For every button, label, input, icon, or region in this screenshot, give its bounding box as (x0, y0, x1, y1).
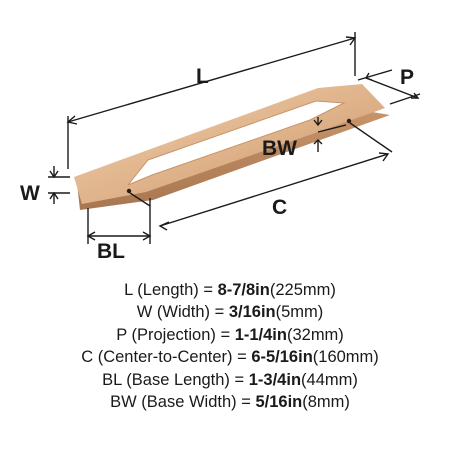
spec-metric: (225mm) (269, 281, 336, 299)
spec-code: BW (110, 393, 137, 412)
spec-code: P (116, 325, 127, 344)
spec-equals: = (215, 325, 235, 344)
spec-name: (Center-to-Center) (97, 348, 233, 367)
spec-equals: = (229, 370, 249, 389)
spec-name: (Base Width) (141, 393, 237, 412)
handle-recess (127, 100, 346, 186)
spec-name: (Base Length) (126, 370, 230, 389)
spec-metric: (160mm) (312, 348, 379, 367)
spec-name: (Length) (137, 281, 199, 299)
spec-row-base-length: BL (Base Length) = 1-3/4in(44mm) (0, 369, 460, 391)
dimension-label-base-width: BW (262, 137, 297, 160)
spec-imperial: 8-7/8in (217, 281, 270, 299)
spec-imperial: 3/16in (228, 303, 276, 322)
spec-imperial: 1-1/4in (234, 325, 287, 344)
dimension-label-center-to-center: C (272, 196, 287, 219)
dimension-label-width: W (20, 182, 40, 205)
spec-row-center-to-center: C (Center-to-Center) = 6-5/16in(160mm) (0, 346, 460, 368)
spec-code: C (81, 348, 94, 367)
spec-metric: (32mm) (286, 325, 344, 344)
spec-row-width: W (Width) = 3/16in(5mm) (0, 301, 460, 323)
dimension-label-length: L (196, 65, 209, 88)
dimension-label-projection: P (400, 66, 414, 89)
spec-code: W (136, 303, 153, 322)
spec-row-projection: P (Projection) = 1-1/4in(32mm) (0, 324, 460, 346)
spec-code: BL (102, 370, 122, 389)
spec-row-length: L (Length) = 8-7/8in(225mm) (0, 279, 460, 301)
spec-equals: = (232, 348, 252, 367)
spec-row-base-width: BW (Base Width) = 5/16in(8mm) (0, 391, 460, 413)
spec-metric: (5mm) (275, 303, 324, 322)
spec-metric: (8mm) (302, 393, 350, 412)
spec-equals: = (210, 303, 229, 322)
spec-name: (Width) (156, 303, 211, 322)
spec-imperial: 1-3/4in (248, 370, 302, 389)
spec-imperial: 6-5/16in (251, 348, 313, 367)
spec-code: L (124, 281, 133, 299)
handle-top-face (74, 84, 385, 204)
spec-name: (Projection) (131, 325, 216, 344)
dimension-label-base-length: BL (97, 240, 125, 263)
spec-equals: = (236, 393, 256, 412)
dimension-spec-list: L (Length) = 8-7/8in(225mm) W (Width) = … (0, 279, 460, 413)
spec-metric: (44mm) (301, 370, 358, 389)
spec-imperial: 5/16in (255, 393, 303, 412)
spec-equals: = (198, 281, 218, 299)
mounting-hole-left (126, 188, 132, 194)
handle-dimension-diagram: L P W BW BL C (20, 32, 421, 263)
cabinet-pull-handle (74, 84, 390, 210)
dimension-lines (48, 32, 421, 244)
mounting-hole-right (346, 118, 352, 124)
